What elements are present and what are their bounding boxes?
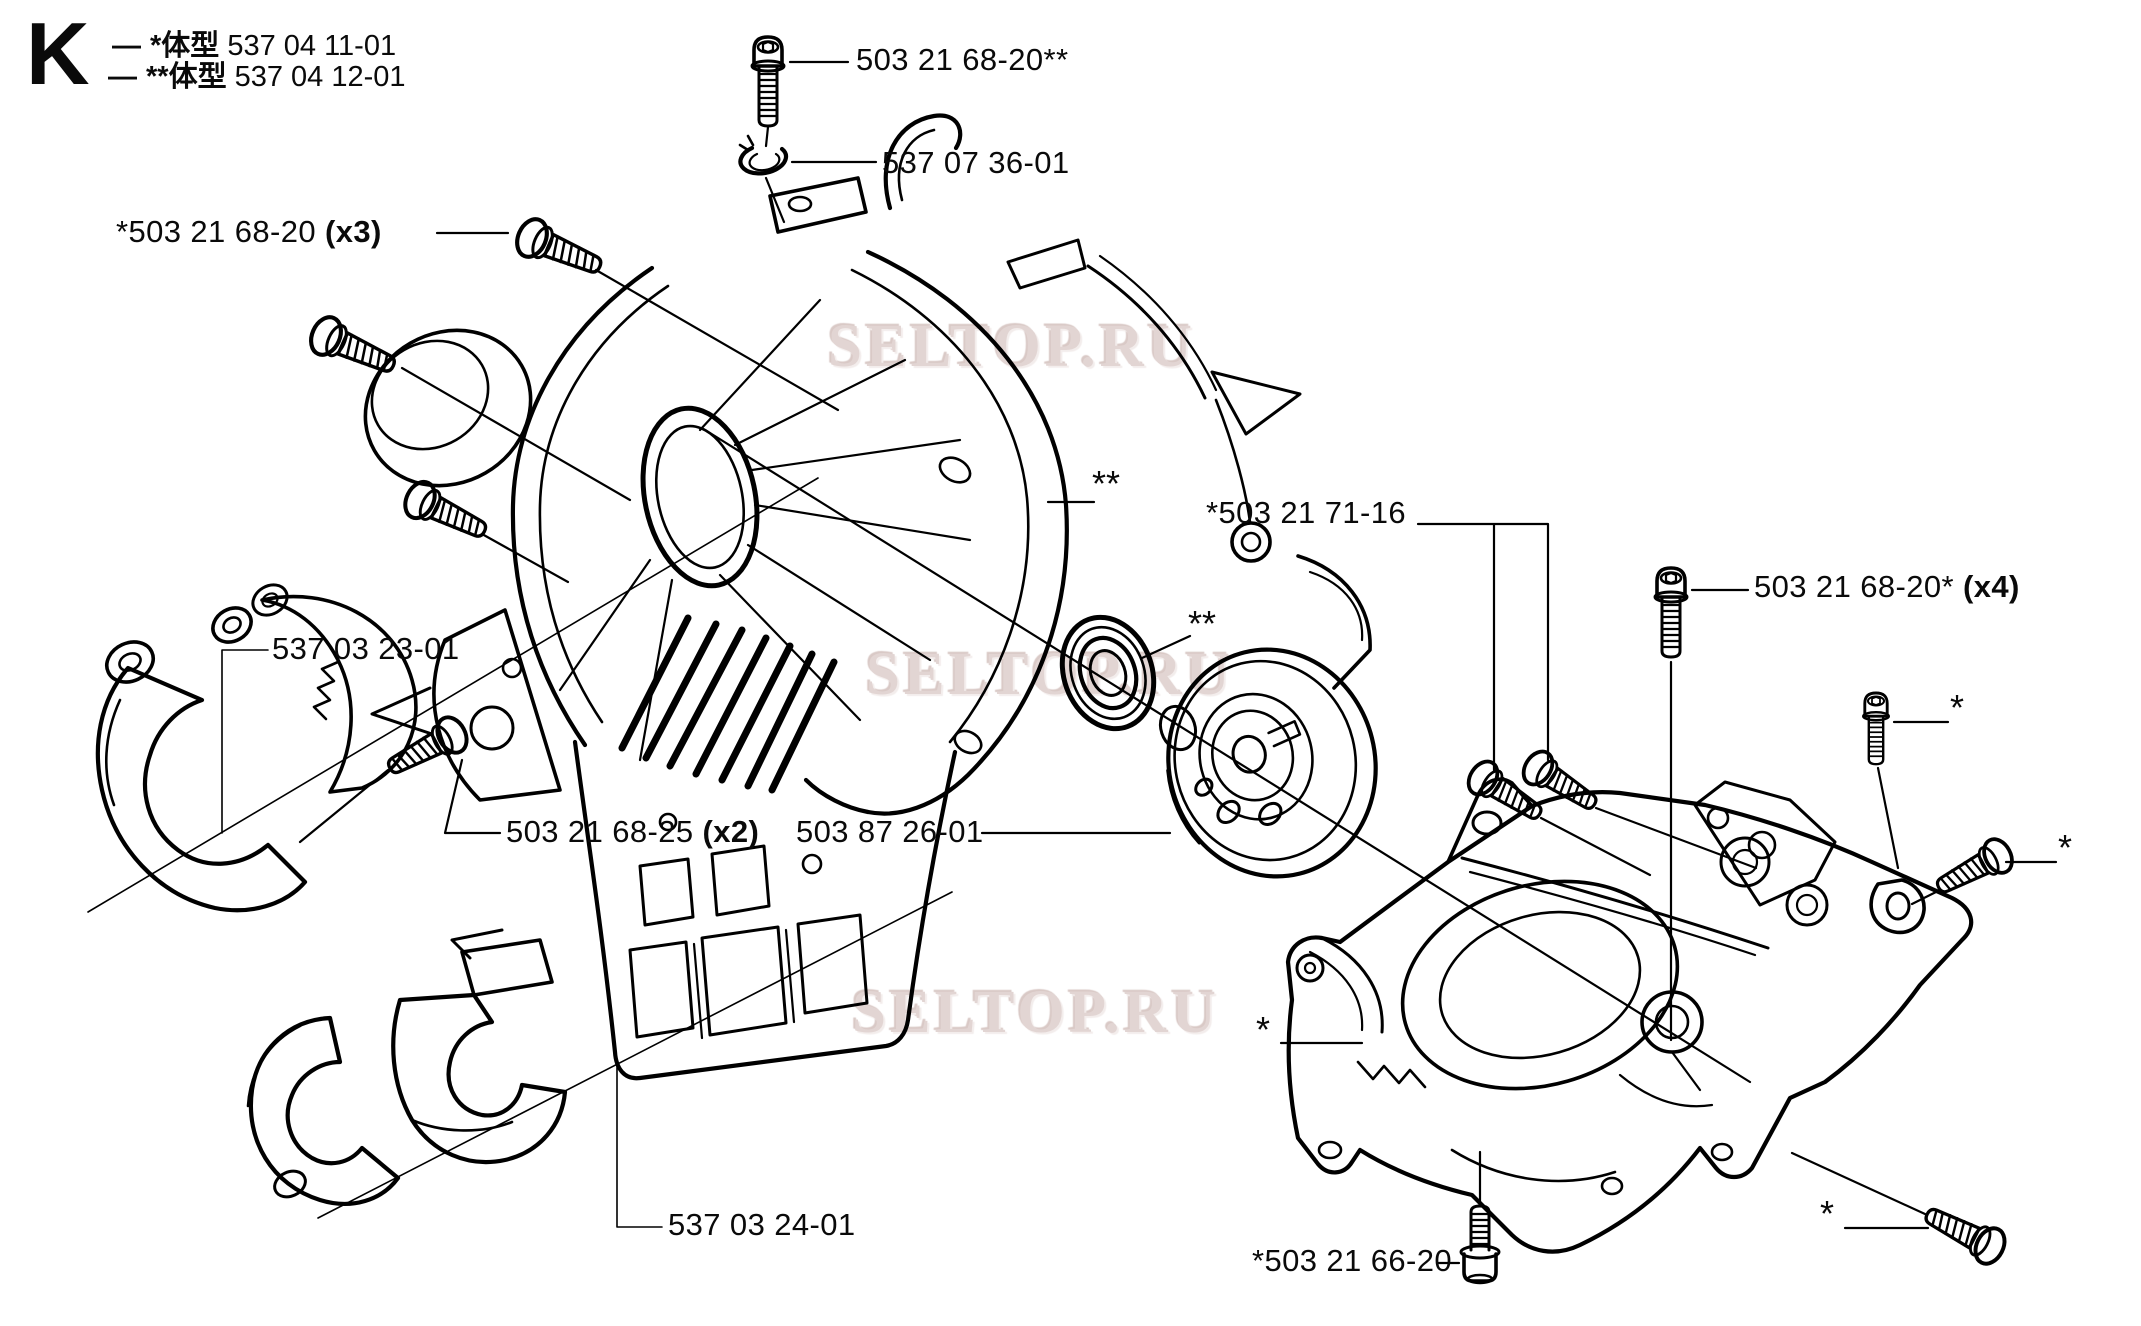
part-label-screws-x3: *503 21 68-20(x3) — [116, 214, 382, 249]
part-label-retainer-clip: 537 07 36-01 — [882, 145, 1070, 180]
variant-type: 体型 — [161, 30, 220, 62]
variant-marker-single-star: * — [1256, 1009, 1271, 1050]
clamp-lower-group-drawing — [246, 928, 568, 1206]
part-label-clamp-lower: 537 03 24-01 — [668, 1207, 856, 1242]
variant-marker-double-star: ** — [1188, 603, 1217, 644]
watermark-text: SELTOP.RU — [828, 313, 1196, 380]
part-label-screws-x4: 503 21 68-20*(x4) — [1754, 569, 2020, 604]
screw-drawings — [305, 35, 2020, 1285]
group-bracket-lines — [87, 477, 953, 1228]
ball-bearing-drawing — [1059, 614, 1157, 732]
variant-marker-single-star: * — [1820, 1193, 1835, 1234]
part-label-screws-x2: 503 21 68-25(x2) — [506, 814, 760, 849]
part-label-bottom-bolt: *503 21 66-20 — [1252, 1243, 1452, 1278]
variant-dash: — — [112, 30, 141, 62]
bottom-bolt-drawing — [1459, 1204, 1501, 1285]
clutch-drum-drawing — [1158, 647, 1378, 879]
variant-marker-single-star: * — [2058, 827, 2073, 868]
clamp-upper-group-drawing — [95, 583, 418, 913]
variant-dash: — — [108, 61, 137, 93]
variant-stars: ** — [146, 61, 169, 93]
watermark-text: SELTOP.RU — [866, 641, 1234, 708]
upper-crankcase-drawing — [363, 113, 1372, 1081]
retainer-clip-drawing — [738, 134, 789, 176]
variant-marker-double-star: ** — [1092, 463, 1121, 504]
part-label-top-screw: 503 21 68-20** — [856, 42, 1069, 77]
variant-marker-single-star: * — [1950, 687, 1965, 728]
exploded-axis-line — [700, 426, 1752, 1084]
part-label-studs: *503 21 71-16 — [1206, 495, 1406, 530]
part-label-clutch-drum: 503 87 26-01 — [796, 814, 984, 849]
section-letter: K — [26, 4, 90, 103]
variant-number: 537 04 12-01 — [234, 61, 406, 93]
part-label-clamp-upper: 537 03 23-01 — [272, 631, 460, 666]
variant-type: 体型 — [168, 61, 227, 93]
variant-stars: * — [150, 30, 162, 62]
watermark-text: SELTOP.RU — [852, 979, 1220, 1046]
variant-number: 537 04 11-01 — [227, 30, 397, 62]
leader-lines — [298, 60, 2058, 1265]
lower-crankcase-drawing — [1285, 777, 1974, 1254]
